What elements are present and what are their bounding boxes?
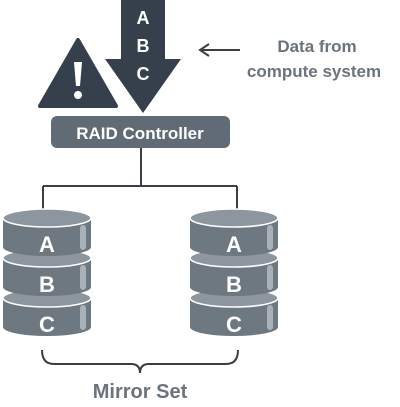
disk-left-block-c: C <box>39 312 55 337</box>
source-label-line1: Data from <box>277 37 356 56</box>
disk-right-block-c: C <box>226 312 242 337</box>
data-arrow: A B C <box>105 0 181 113</box>
raid-controller-label: RAID Controller <box>76 124 204 143</box>
disk-stack-left: C B A <box>2 208 92 337</box>
disk-right-block-a: A <box>226 232 242 257</box>
disk-left-block-a: A <box>39 232 55 257</box>
mirror-set-label: Mirror Set <box>93 381 188 402</box>
down-arrow-icon <box>105 0 181 113</box>
left-arrow-icon <box>198 43 240 57</box>
connector-lines <box>42 148 238 214</box>
disk-stack-right: C B A <box>189 208 279 337</box>
disk-left-block-b: B <box>39 272 55 297</box>
mirror-set-brace <box>41 349 239 374</box>
source-label-line2: compute system <box>247 62 381 81</box>
warning-triangle-icon <box>36 36 120 110</box>
arrow-letter-a: A <box>137 8 150 28</box>
arrow-letter-c: C <box>137 64 150 84</box>
disk-cylinder-icon: A <box>2 208 92 257</box>
exclamation-mark <box>74 62 82 86</box>
raid-controller: RAID Controller <box>51 116 230 148</box>
disk-right-block-b: B <box>226 272 242 297</box>
disk-cylinder-icon: A <box>189 208 279 257</box>
arrow-letter-b: B <box>137 36 150 56</box>
